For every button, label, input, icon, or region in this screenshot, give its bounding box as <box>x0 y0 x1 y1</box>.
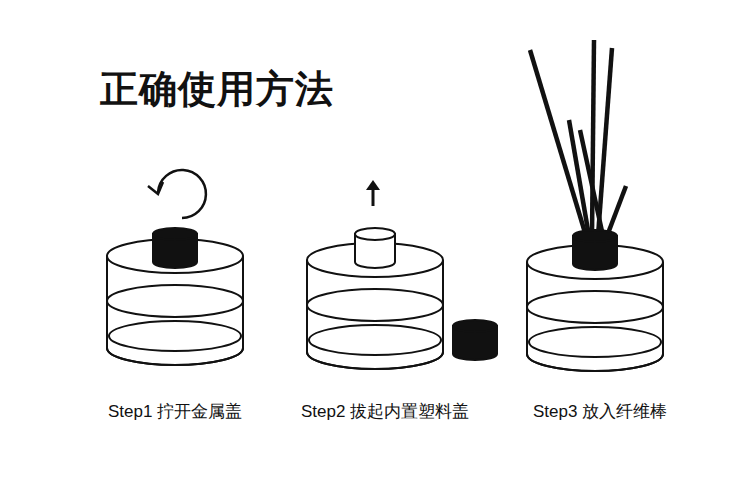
step-caption: Step2 拔起内置塑料盖 <box>301 400 469 423</box>
up-arrow <box>366 180 380 206</box>
page-title: 正确使用方法 <box>100 64 334 115</box>
plastic-plug <box>355 228 395 268</box>
step-caption: Step1 拧开金属盖 <box>108 400 242 423</box>
metal-cap <box>573 230 617 270</box>
step-caption: Step3 放入纤维棒 <box>533 400 667 423</box>
removed-metal-cap <box>453 320 497 360</box>
reed-sticks <box>530 40 626 236</box>
metal-cap <box>153 228 197 268</box>
rotate-arrow <box>148 170 206 218</box>
